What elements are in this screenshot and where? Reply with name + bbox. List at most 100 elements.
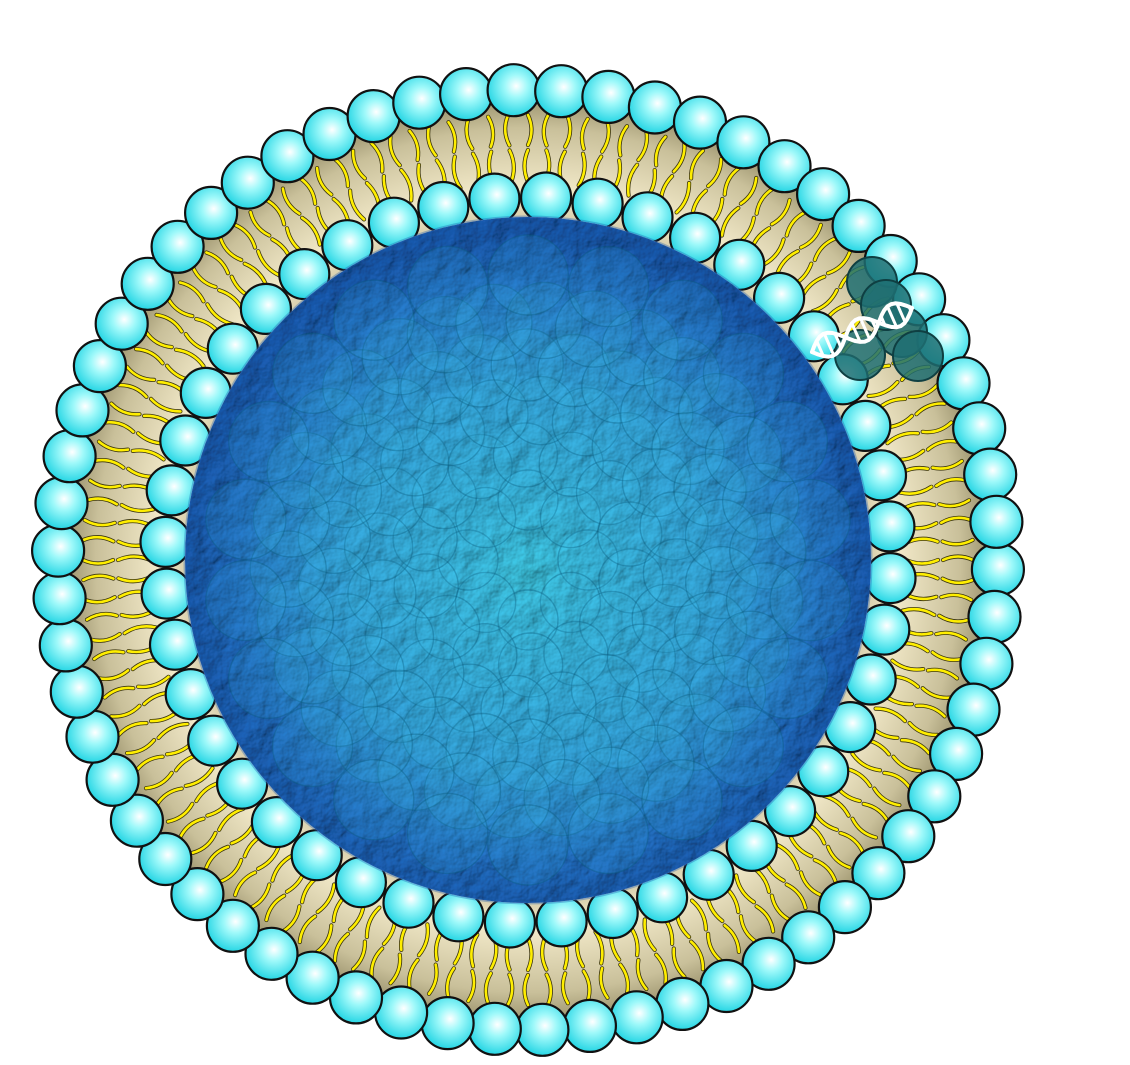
core-texture-scale bbox=[652, 633, 726, 707]
inner-lipid-head bbox=[139, 515, 192, 569]
lipid-tail bbox=[867, 380, 899, 398]
lipid-tail bbox=[85, 497, 119, 506]
core-texture-scale bbox=[205, 478, 287, 560]
lipid-tail bbox=[407, 958, 419, 991]
lipid-tail bbox=[892, 755, 922, 773]
core-texture-scale bbox=[308, 454, 383, 529]
lipid-tail bbox=[935, 477, 968, 488]
outer-lipid-head bbox=[205, 898, 260, 953]
lipid-tail bbox=[561, 972, 570, 1005]
outer-lipid-head bbox=[170, 866, 225, 922]
outer-lipid-head bbox=[534, 64, 589, 119]
core-texture-scale bbox=[249, 530, 327, 608]
lipid-tail bbox=[672, 947, 686, 978]
core-texture-scale bbox=[597, 501, 663, 567]
inner-lipid-head bbox=[290, 829, 343, 882]
core-texture-scale bbox=[769, 478, 851, 561]
lipid-tail bbox=[940, 593, 973, 602]
core-texture-scale bbox=[505, 281, 583, 360]
outer-lipid-head bbox=[970, 542, 1026, 597]
lipid-tail bbox=[720, 206, 740, 237]
lipid-tail bbox=[940, 516, 973, 525]
lipid-tail bbox=[174, 348, 205, 368]
lipid-tail bbox=[706, 932, 723, 963]
lipid-tail bbox=[762, 238, 785, 266]
core-texture-scale bbox=[621, 668, 695, 743]
inner-lipid-head bbox=[206, 322, 259, 375]
core-texture-scale bbox=[673, 453, 747, 527]
outer-lipid-head bbox=[959, 636, 1014, 691]
lipid-tail bbox=[447, 120, 457, 153]
outer-lipid-head bbox=[515, 1002, 570, 1057]
lipid-tail bbox=[799, 223, 823, 249]
lipid-tail bbox=[813, 237, 837, 262]
lipid-tail bbox=[545, 973, 553, 1006]
lipid-tail bbox=[901, 607, 936, 617]
outer-lipid-head bbox=[817, 879, 873, 935]
lipid-tail bbox=[886, 431, 920, 445]
lipid-tail bbox=[915, 402, 946, 416]
lipid-tail bbox=[281, 187, 301, 215]
dna-icon bbox=[810, 256, 944, 382]
lipid-tail bbox=[333, 932, 350, 963]
lipid-tail bbox=[125, 365, 156, 382]
core-texture-scale bbox=[712, 610, 790, 688]
core-texture-scale bbox=[361, 377, 435, 452]
core-texture-scale bbox=[656, 693, 734, 771]
core-texture-scale bbox=[591, 412, 661, 482]
lipid-tail bbox=[88, 479, 121, 489]
core-texture-scale bbox=[567, 245, 650, 328]
lipid-tail bbox=[941, 538, 974, 546]
lipid-tail bbox=[523, 148, 530, 184]
core-texture-scale bbox=[557, 529, 619, 591]
outer-lipid-head bbox=[150, 219, 205, 274]
lipid-tail bbox=[389, 953, 402, 985]
lipid-tail bbox=[110, 704, 141, 718]
inner-lipid-head bbox=[216, 757, 269, 810]
outer-lipid-head bbox=[109, 793, 164, 848]
lipid-tail bbox=[654, 135, 667, 167]
lipid-tail bbox=[427, 963, 438, 996]
core-texture-scale bbox=[702, 706, 784, 788]
lipid-tail bbox=[937, 499, 971, 508]
lipid-tail bbox=[110, 402, 141, 416]
lipid-tail bbox=[178, 817, 205, 839]
core-texture-scale bbox=[377, 733, 455, 811]
outer-lipid-head bbox=[967, 589, 1022, 645]
lipid-tail bbox=[256, 249, 281, 277]
lipid-tail bbox=[723, 924, 741, 954]
lipid-tail bbox=[839, 831, 865, 855]
lipid-tail bbox=[654, 953, 668, 985]
lipid-tail bbox=[926, 668, 959, 680]
core-texture-scale bbox=[538, 431, 604, 497]
core-texture-scale bbox=[497, 589, 559, 651]
lipid-tail bbox=[97, 669, 130, 681]
outer-lipid-head bbox=[831, 198, 886, 253]
lipid-tail bbox=[351, 149, 367, 180]
lipid-tail bbox=[265, 198, 286, 226]
lipid-tail bbox=[908, 721, 939, 737]
lipid-tail bbox=[92, 458, 125, 469]
outer-lipid-head bbox=[138, 831, 193, 887]
core-texture-scale bbox=[395, 638, 465, 708]
outer-lipid-head bbox=[795, 167, 851, 222]
core-texture-scale bbox=[330, 413, 404, 487]
core-texture-scale bbox=[641, 279, 723, 361]
outer-lipid-head bbox=[220, 155, 275, 210]
core-texture-scale bbox=[639, 491, 709, 561]
lipid-tail bbox=[690, 899, 708, 931]
core-texture-scale bbox=[746, 401, 828, 483]
core-inner-texture bbox=[205, 234, 851, 886]
core-texture-scale bbox=[454, 571, 517, 634]
lipid-tail bbox=[563, 115, 572, 148]
lipid-tail bbox=[83, 518, 116, 527]
core-texture-scale bbox=[643, 337, 721, 415]
core-texture-scale bbox=[598, 548, 664, 614]
core-texture-scale bbox=[539, 571, 602, 634]
core-texture-scale bbox=[480, 674, 550, 745]
lipid-tail bbox=[900, 738, 931, 755]
outer-lipid-head bbox=[781, 910, 836, 965]
lipid-tail bbox=[134, 347, 164, 365]
outer-lipid-head bbox=[741, 936, 796, 991]
